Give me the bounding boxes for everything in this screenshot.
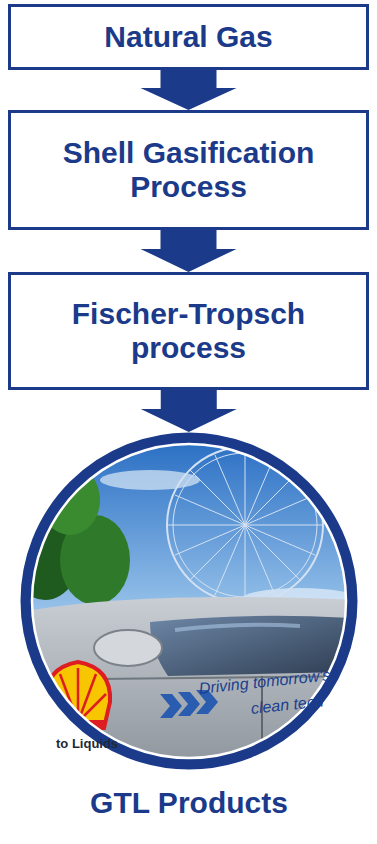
cloud <box>100 470 200 490</box>
car-body <box>20 597 360 780</box>
reflection <box>175 625 300 630</box>
inner-ring <box>32 444 346 758</box>
outer-ring <box>26 438 352 764</box>
node-text: Natural Gas <box>104 20 272 54</box>
source-box: Natural Gas <box>8 4 369 70</box>
block-arrow <box>141 230 237 272</box>
product-circle: GTL Products <box>20 432 358 770</box>
process-box: Shell Gasification Process <box>8 110 369 230</box>
photo-text: to Liquids <box>56 736 118 751</box>
process-box: Fischer-Tropsch process <box>8 272 369 390</box>
block-arrow <box>141 70 237 110</box>
node-text: Fischer-Tropsch process <box>11 297 366 364</box>
side-mirror <box>94 630 162 666</box>
ferris-wheel <box>167 447 323 603</box>
node-heading: GTL Products <box>0 786 377 820</box>
circle-outline <box>20 432 358 770</box>
photo-text: clean tech <box>250 692 324 718</box>
block-arrow <box>141 390 237 432</box>
door-seam <box>261 676 263 780</box>
node-text: Shell Gasification Process <box>11 136 366 203</box>
